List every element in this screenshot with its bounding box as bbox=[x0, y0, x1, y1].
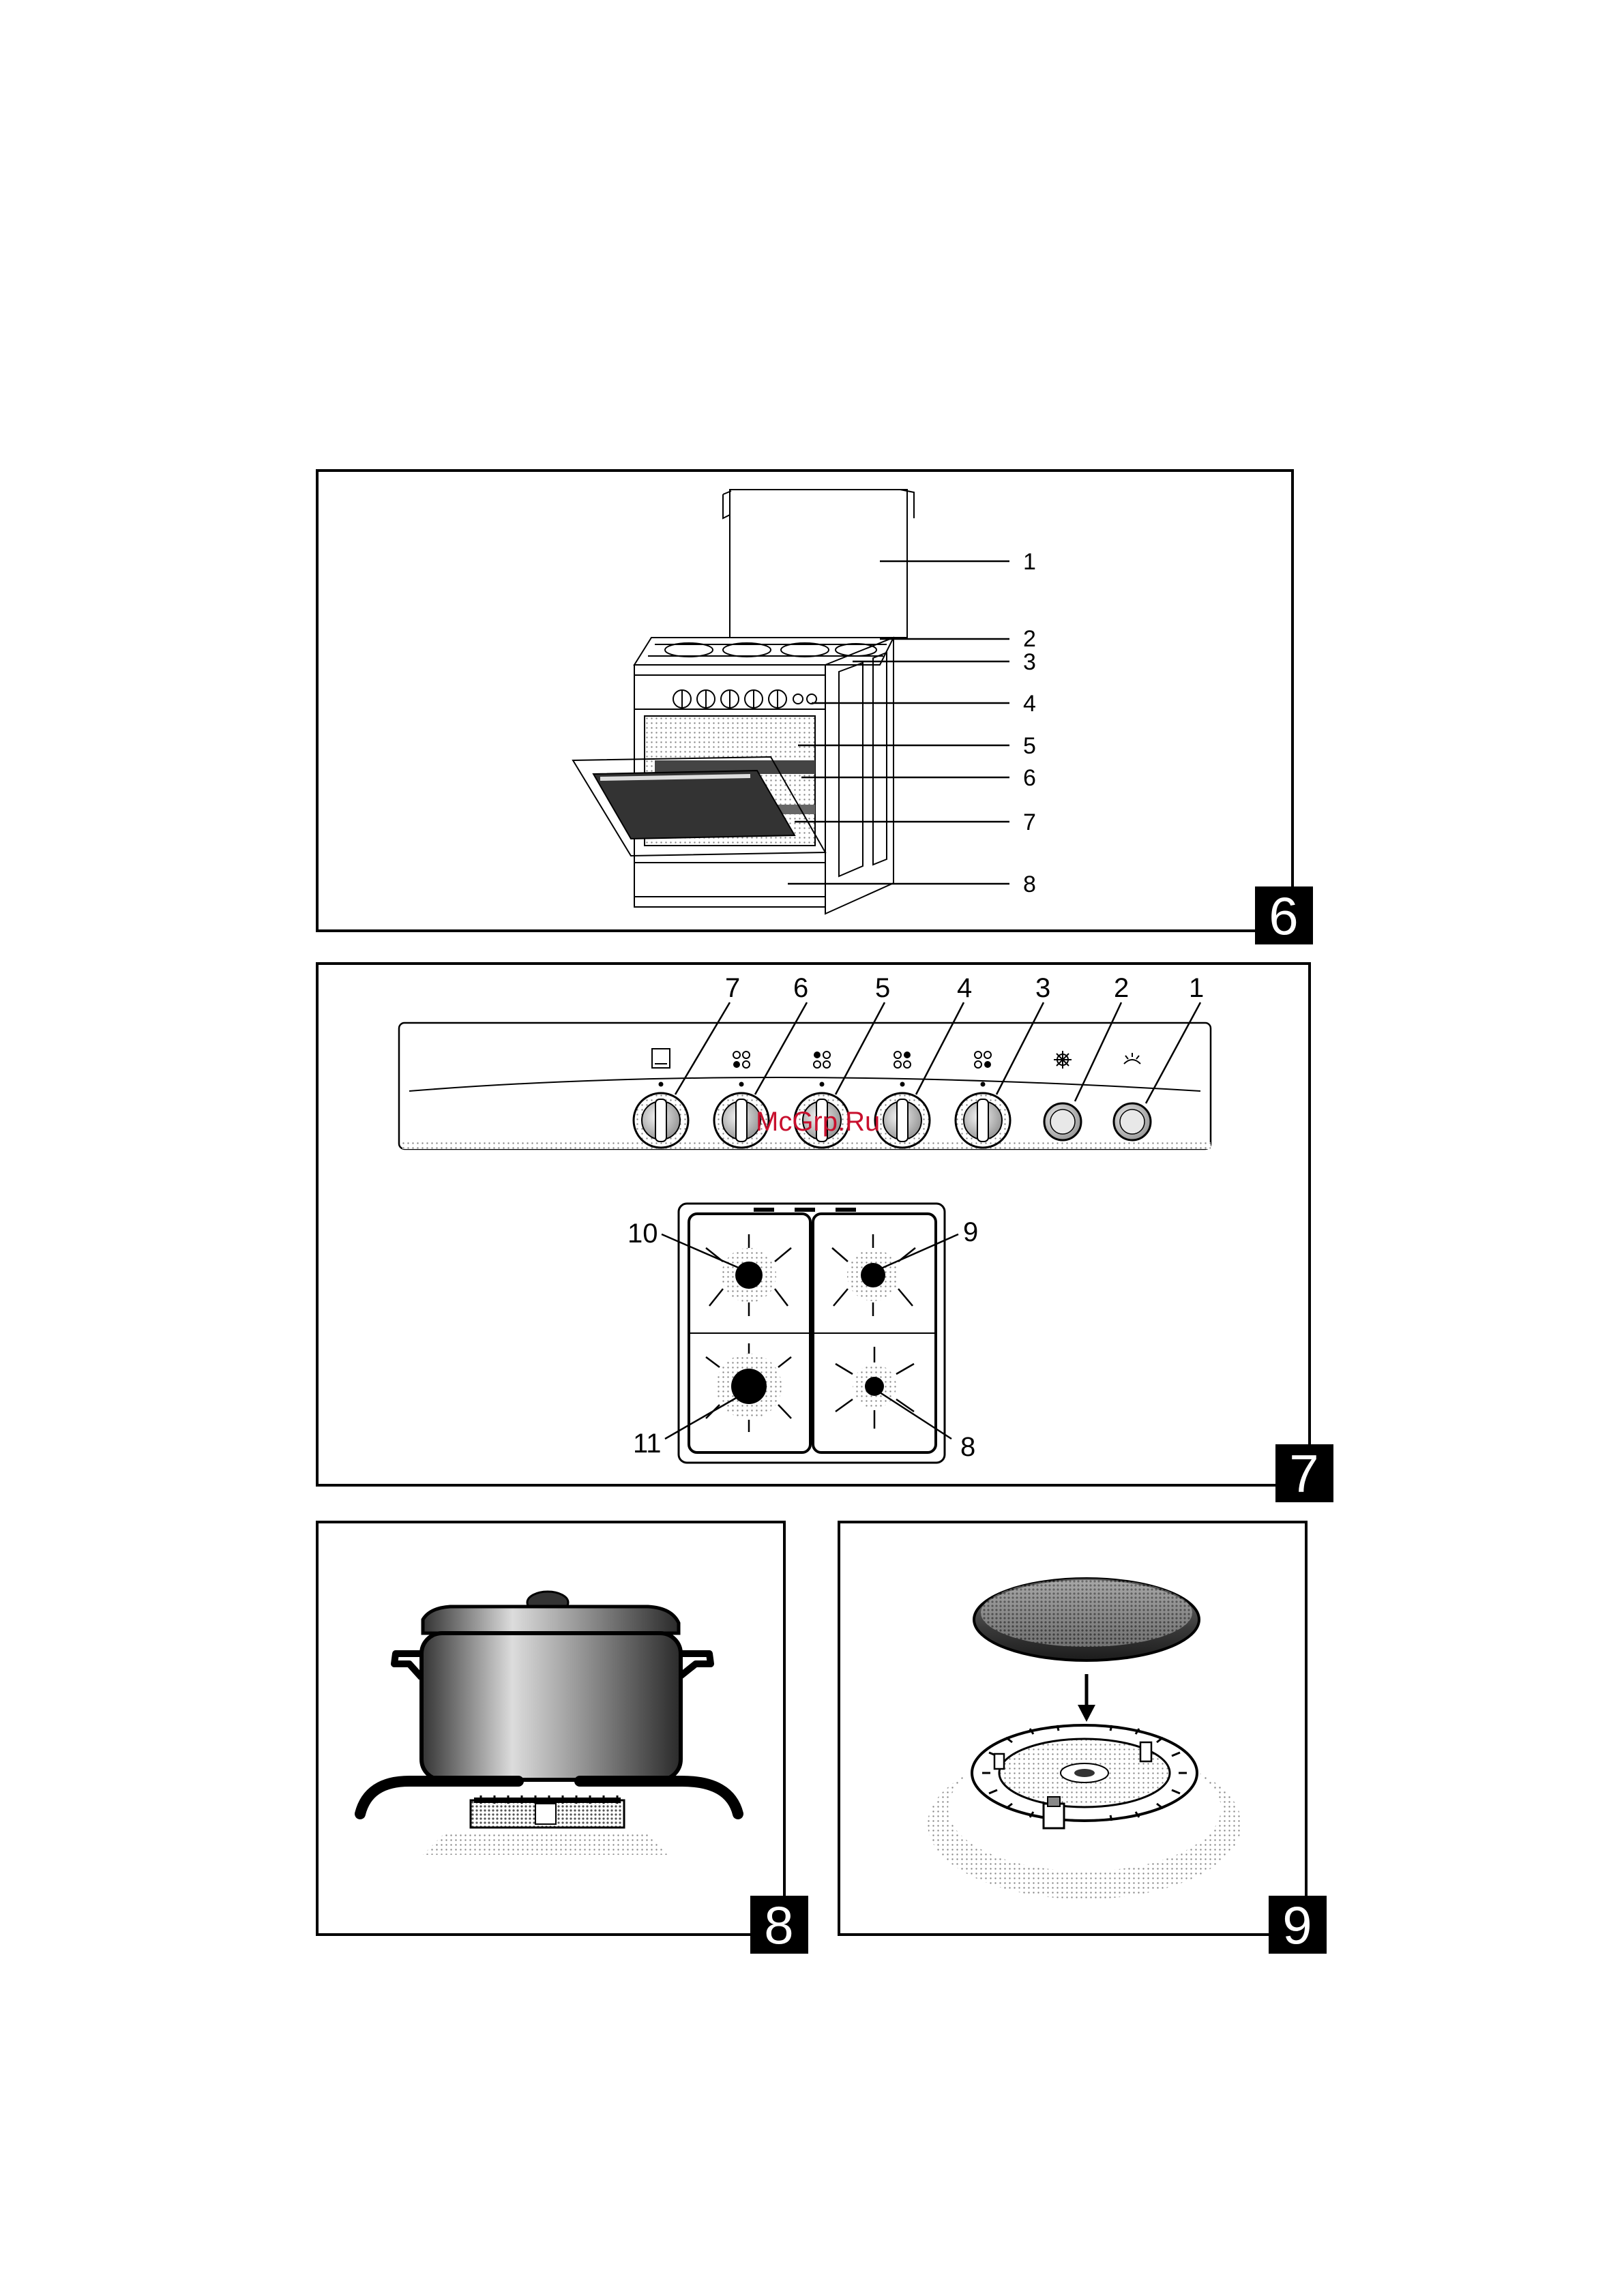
burner-cap-assembly-drawing bbox=[928, 1579, 1241, 1899]
pot-body bbox=[422, 1633, 681, 1780]
figure-6: 6 bbox=[317, 471, 1313, 946]
panel-knobs bbox=[673, 690, 816, 708]
knob-callout-1: 1 bbox=[1189, 973, 1204, 1003]
pot-lid bbox=[423, 1607, 679, 1633]
down-arrow-head bbox=[1078, 1705, 1095, 1722]
callout-2: 2 bbox=[1023, 626, 1036, 652]
burner-callout-8: 8 bbox=[960, 1432, 975, 1462]
figure-7: 7 bbox=[317, 964, 1333, 1504]
oven-knob bbox=[634, 1093, 688, 1148]
callout-6: 6 bbox=[1023, 765, 1036, 791]
fig6-number: 6 bbox=[1269, 886, 1298, 946]
pot-handle-left bbox=[394, 1654, 423, 1678]
burner bbox=[423, 1795, 668, 1855]
knob-callout-4: 4 bbox=[957, 973, 972, 1003]
burner-knob-4 bbox=[875, 1093, 930, 1148]
fig6-number-badge: 6 bbox=[1255, 886, 1313, 946]
callout-7: 7 bbox=[1023, 809, 1036, 835]
hob-top-view bbox=[679, 1204, 945, 1463]
callout-5: 5 bbox=[1023, 733, 1036, 759]
knob-callout-6: 6 bbox=[793, 973, 808, 1003]
figure-9: 9 bbox=[839, 1522, 1327, 1955]
storage-drawer bbox=[634, 863, 825, 897]
callout-8: 8 bbox=[1023, 871, 1036, 897]
burner-knob-3 bbox=[956, 1093, 1010, 1148]
callout-3: 3 bbox=[1023, 649, 1036, 675]
fig7-number-badge: 7 bbox=[1275, 1444, 1333, 1504]
ignition-button bbox=[1044, 1103, 1081, 1140]
burner-callout-11: 11 bbox=[633, 1429, 662, 1459]
knob-callout-5: 5 bbox=[875, 973, 890, 1003]
pot-on-burner-drawing bbox=[360, 1592, 738, 1855]
knob-callout-3: 3 bbox=[1035, 973, 1050, 1003]
figure-8: 8 bbox=[317, 1522, 808, 1955]
burner-callout-10: 10 bbox=[628, 1219, 658, 1249]
fig8-number-badge: 8 bbox=[750, 1895, 808, 1955]
callout-1: 1 bbox=[1023, 549, 1036, 575]
callout-4: 4 bbox=[1023, 691, 1036, 717]
cooker-drawing bbox=[573, 490, 914, 914]
oven-light-button bbox=[1114, 1103, 1151, 1140]
fig9-number: 9 bbox=[1282, 1895, 1312, 1955]
knob-callout-7: 7 bbox=[725, 973, 740, 1003]
knob-callout-2: 2 bbox=[1114, 973, 1129, 1003]
cooker-lid bbox=[730, 490, 907, 638]
fig7-number: 7 bbox=[1289, 1444, 1318, 1504]
fig8-number: 8 bbox=[764, 1895, 793, 1955]
watermark: McGrp.Ru bbox=[756, 1107, 880, 1137]
fig9-number-badge: 9 bbox=[1269, 1895, 1327, 1955]
cooker-side bbox=[825, 638, 894, 914]
burner-callout-9: 9 bbox=[963, 1217, 978, 1247]
